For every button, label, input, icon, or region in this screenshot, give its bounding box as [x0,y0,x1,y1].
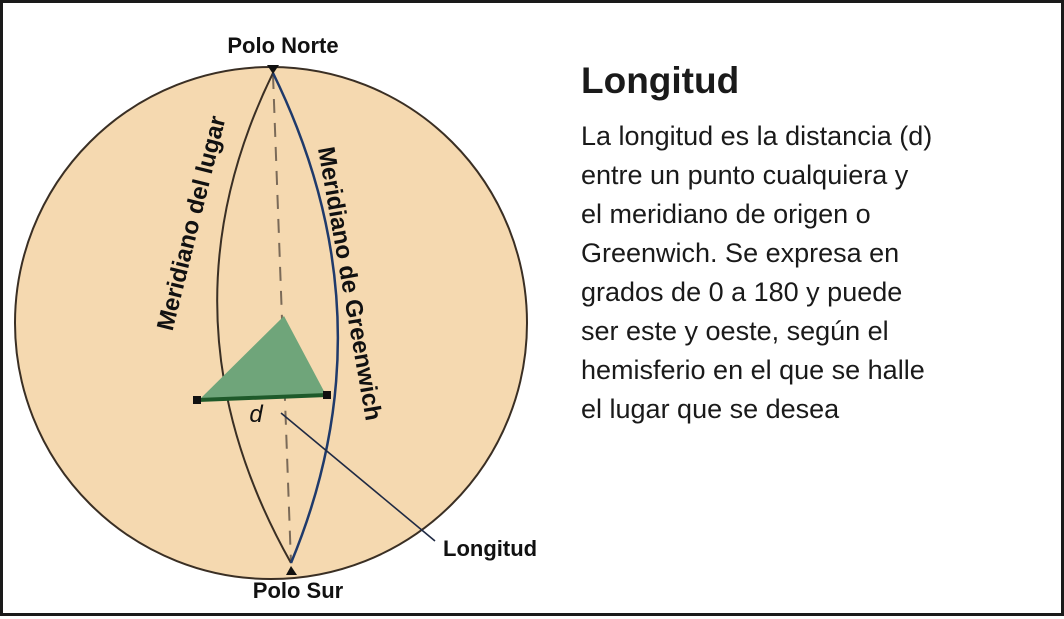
panel-line: entre un punto cualquiera y [581,160,909,190]
panel-line: hemisferio en el que se halle [581,355,925,385]
panel-line: ser este y oeste, según el [581,316,889,346]
south-pole-label: Polo Sur [253,578,344,603]
longitude-distance-segment [197,393,328,402]
greenwich-meridian-arc [271,72,340,564]
longitude-globe-diagram: Polo Norte Polo Sur Meridiano del lugar … [14,33,537,603]
panel-line: el meridiano de origen o [581,199,871,229]
segment-endpoint-right [323,391,331,399]
south-pole-marker [286,566,297,575]
local-meridian-arc [216,72,292,564]
longitude-angle-triangle [199,316,326,400]
panel-line: La longitud es la distancia (d) [581,121,933,151]
panel-title: Longitud [581,60,740,101]
segment-endpoint-left [193,396,201,404]
north-pole-marker [267,65,279,74]
distance-label: d [249,401,263,428]
panel-line: el lugar que se desea [581,394,840,424]
explanation-panel: Longitud La longitud es la distancia (d)… [581,59,1041,429]
longitude-leader-line [280,412,436,542]
panel-body: La longitud es la distancia (d) entre un… [581,117,1041,429]
panel-line: Greenwich. Se expresa en [581,238,900,268]
north-pole-label: Polo Norte [227,33,338,58]
longitude-label: Longitud [443,536,537,561]
panel-line: grados de 0 a 180 y puede [581,277,903,307]
globe [14,66,528,580]
